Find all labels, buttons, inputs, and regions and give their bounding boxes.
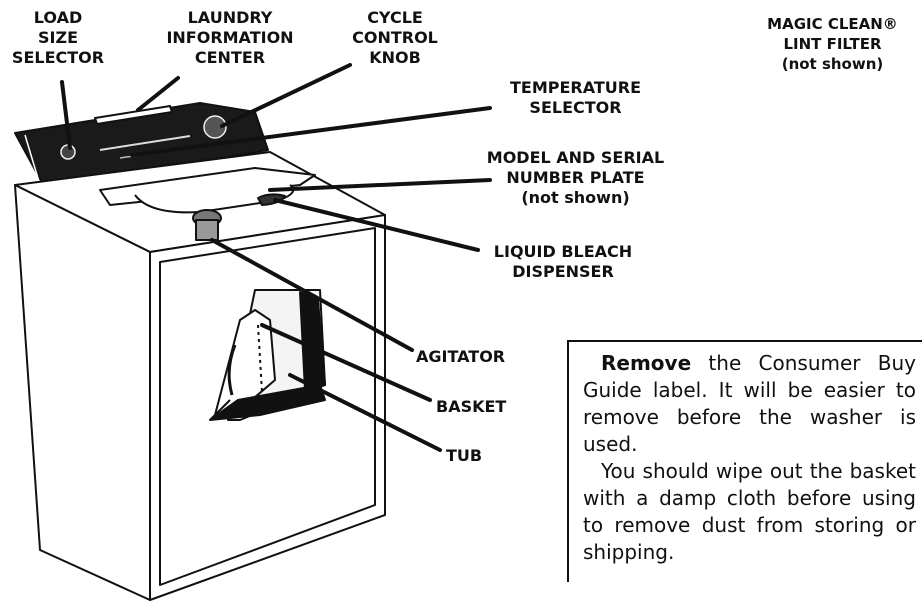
label-model-serial-plate: MODEL AND SERIAL NUMBER PLATE (not shown… xyxy=(486,148,665,207)
leader-liquid-bleach xyxy=(273,198,480,252)
note-paragraph-1: Remove the Consumer Buy Guide label. It … xyxy=(583,350,916,458)
label-liquid-bleach-dispenser: LIQUID BLEACH DISPENSER xyxy=(493,242,633,281)
label-agitator: AGITATOR xyxy=(416,347,506,366)
leader-load-size xyxy=(60,80,72,150)
note-paragraph-1-text: the Consumer Buy Guide label. It will be… xyxy=(583,351,916,456)
leader-model-serial xyxy=(268,178,492,192)
bleach-dispenser xyxy=(257,193,286,206)
cycle-control-knob xyxy=(203,115,227,139)
label-temperature-selector: TEMPERATURE SELECTOR xyxy=(509,78,642,117)
note-remove-word: Remove xyxy=(601,351,692,375)
laundry-info-card xyxy=(94,105,173,125)
label-basket: BASKET xyxy=(436,397,507,416)
label-tub: TUB xyxy=(446,446,483,465)
label-laundry-information-center: LAUNDRY INFORMATION CENTER xyxy=(166,8,294,67)
leader-temperature xyxy=(130,106,492,157)
leader-basket xyxy=(260,323,432,402)
label-load-size: LOAD SIZE SELECTOR xyxy=(11,8,105,67)
tub-wall xyxy=(299,291,326,391)
washer-cabinet xyxy=(14,184,151,601)
leader-cycle-control xyxy=(220,63,352,128)
instruction-note: Remove the Consumer Buy Guide label. It … xyxy=(567,340,922,582)
leader-laundry-info xyxy=(136,76,180,112)
label-magic-clean-lint-filter: MAGIC CLEAN® LINT FILTER (not shown) xyxy=(767,15,898,73)
leader-tub xyxy=(288,373,442,452)
label-cycle-control-knob: CYCLE CONTROL KNOB xyxy=(352,8,438,67)
note-paragraph-2: You should wipe out the basket with a da… xyxy=(583,459,916,564)
leader-agitator xyxy=(210,238,414,352)
